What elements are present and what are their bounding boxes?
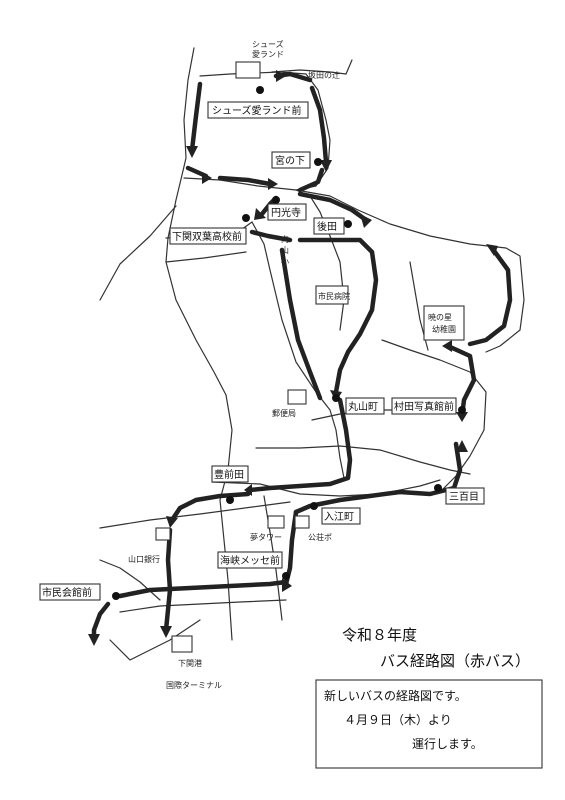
bus-stop-sanbyakume[interactable]: 三百目 <box>434 484 485 505</box>
arrow-icon <box>88 634 100 646</box>
route-arrows <box>88 70 498 646</box>
arrow-icon <box>160 626 172 638</box>
svg-text:宮の下: 宮の下 <box>275 154 305 167</box>
landmark-akatsuki-kindergarten: 暁の星 幼稚園 <box>423 305 465 341</box>
svg-text:愛ランド: 愛ランド <box>252 49 284 59</box>
bus-stop-maruyamacho[interactable]: 丸山町 <box>332 394 385 415</box>
arrow-icon <box>486 244 498 256</box>
svg-text:市民会館前: 市民会館前 <box>42 586 92 599</box>
landmark-koso-po: 公荘ポ <box>294 515 332 542</box>
svg-text:三百目: 三百目 <box>449 491 479 503</box>
arrow-icon <box>456 440 468 452</box>
svg-text:入江町: 入江町 <box>324 511 354 523</box>
arrow-icon <box>456 412 468 422</box>
svg-text:円光寺: 円光寺 <box>271 206 301 219</box>
bus-stop-buzenda[interactable]: 豊前田 <box>211 465 249 504</box>
svg-text:下関双葉高校前: 下関双葉高校前 <box>172 230 242 243</box>
landmark-yamaguchi-bank: 山口銀行 <box>128 527 171 564</box>
bus-stop-icon <box>226 496 234 504</box>
bus-stop-icon <box>256 86 264 94</box>
landmark-shoes-ailand: シューズ 愛ランド <box>235 39 284 79</box>
arrow-icon <box>320 160 332 172</box>
bus-stop-enkoji[interactable]: 円光寺 <box>267 196 307 221</box>
svg-text:山: 山 <box>281 245 289 255</box>
bus-stop-murata-shashinkan[interactable]: 村田写真館前 <box>391 397 466 415</box>
bus-stop-icon <box>310 502 318 510</box>
bus-stop-ushiroda[interactable]: 後田 <box>313 217 352 235</box>
bus-stop-kaikyo-messe[interactable]: 海峡メッセ前 <box>217 551 290 580</box>
arrow-icon <box>268 178 278 190</box>
svg-text:国際ターミナル: 国際ターミナル <box>166 680 222 690</box>
svg-text:小: 小 <box>281 257 289 266</box>
building-icon <box>287 389 307 405</box>
svg-text:海峡メッセ前: 海峡メッセ前 <box>220 554 280 567</box>
landmark-sakata-no-tsuji: 坂田の辻 <box>308 70 340 80</box>
svg-text:郵便局: 郵便局 <box>272 408 296 418</box>
bus-stop-shoes-ailand-mae[interactable]: シューズ愛ランド前 <box>207 86 309 119</box>
building-icon <box>267 515 285 529</box>
svg-text:山口銀行: 山口銀行 <box>128 554 160 564</box>
svg-text:暁の星: 暁の星 <box>428 313 452 322</box>
landmark-yume-tower: 夢タワー <box>250 515 285 542</box>
arrow-icon <box>166 516 178 528</box>
svg-text:豊前田: 豊前田 <box>214 468 244 481</box>
svg-text:幼稚園: 幼稚園 <box>432 324 456 334</box>
svg-text:シューズ: シューズ <box>252 39 284 49</box>
bus-stop-icon <box>314 158 322 166</box>
svg-text:村田写真館前: 村田写真館前 <box>394 400 454 413</box>
bus-stop-icon <box>272 196 280 204</box>
svg-text:シューズ愛ランド前: シューズ愛ランド前 <box>212 104 302 117</box>
svg-text:丸山町: 丸山町 <box>348 400 378 413</box>
landmark-shimin-byoin: 市民病院 <box>315 285 350 305</box>
svg-text:向: 向 <box>281 234 289 244</box>
building-icon <box>294 515 310 529</box>
arrow-icon <box>254 208 266 220</box>
bus-stop-icon <box>434 484 442 492</box>
landmark-mukaiyama-school: 向 山 小 <box>281 234 289 266</box>
bus-stop-icon <box>344 220 352 228</box>
bus-stop-shimin-kaikan[interactable]: 市民会館前 <box>39 583 120 601</box>
svg-text:下関港: 下関港 <box>178 658 202 668</box>
svg-text:公荘ポ: 公荘ポ <box>308 532 332 542</box>
arrow-icon <box>276 70 286 82</box>
bus-stop-shimonoseki-futaba[interactable]: 下関双葉高校前 <box>169 214 250 245</box>
arrow-icon <box>442 340 452 352</box>
building-icon <box>155 527 171 541</box>
notice-box: 新しいバスの経路図です。 ４月９日（木）より 運行します。 <box>315 679 543 769</box>
arrow-icon <box>244 484 252 496</box>
svg-text:市民病院: 市民病院 <box>318 291 350 301</box>
arrow-icon <box>282 578 292 592</box>
notice-line-2: ４月９日（木）より <box>344 713 452 727</box>
map-title: 令和８年度 バス経路図（赤バス） <box>342 626 530 670</box>
arrow-icon <box>186 146 198 158</box>
building-icon <box>235 61 261 79</box>
arrow-icon <box>360 214 372 228</box>
bus-stop-miya-no-shita[interactable]: 宮の下 <box>271 151 322 169</box>
svg-text:夢タワー: 夢タワー <box>250 532 282 542</box>
svg-text:後田: 後田 <box>317 220 337 233</box>
title-year: 令和８年度 <box>342 626 417 644</box>
landmark-port-terminal: 下関港 国際ターミナル <box>166 635 222 690</box>
title-route-map: バス経路図（赤バス） <box>380 652 530 670</box>
building-icon <box>171 635 193 653</box>
bus-stop-icon <box>332 394 340 402</box>
bus-stop-icon <box>458 406 466 414</box>
bus-stop-icon <box>242 214 250 222</box>
bus-stop-icon <box>112 592 120 600</box>
bus-stop-icon <box>282 572 290 580</box>
bus-stop-irie-cho[interactable]: 入江町 <box>310 502 361 525</box>
notice-line-1: 新しいバスの経路図です。 <box>324 688 467 703</box>
notice-line-3: 運行します。 <box>412 737 483 751</box>
landmark-post-office: 郵便局 <box>272 389 307 418</box>
arrow-icon <box>202 172 212 184</box>
